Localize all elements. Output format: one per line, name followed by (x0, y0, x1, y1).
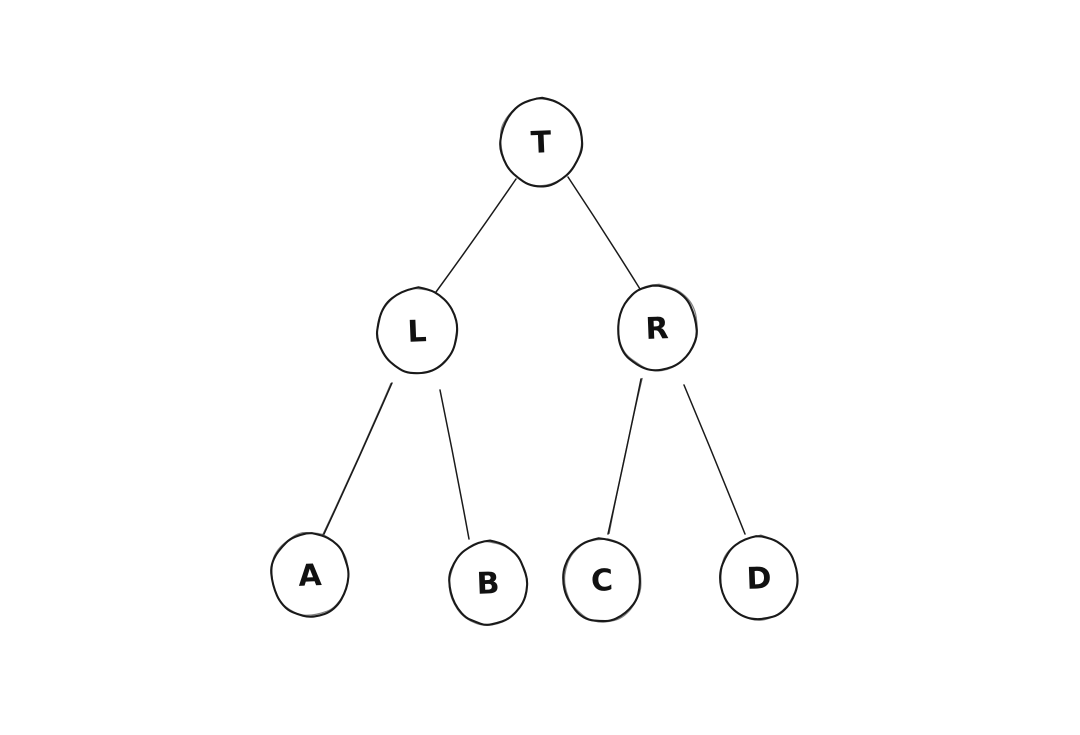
node-fill-a (272, 534, 348, 616)
node-a[interactable]: A (270, 531, 350, 618)
node-fill-c (564, 539, 640, 621)
node-outline-a (270, 532, 350, 618)
node-outline-t (499, 98, 583, 187)
node-fill-l (378, 289, 456, 373)
edge-l-b (439, 389, 470, 540)
node-fill-t (501, 99, 581, 185)
node-label-r: R (645, 311, 669, 347)
edge-t-l (435, 178, 517, 293)
node-label-a: A (298, 558, 323, 594)
edge-r-c (607, 377, 643, 535)
edge-t-r (567, 176, 641, 290)
node-label-t: T (530, 125, 552, 161)
edge-r-d (683, 384, 746, 535)
node-label-d: D (746, 561, 772, 597)
node-outline-a (271, 531, 350, 616)
node-r[interactable]: R (617, 283, 699, 372)
node-outline-l (376, 287, 459, 375)
node-l[interactable]: L (375, 286, 459, 375)
node-label-l: L (407, 314, 428, 350)
node-fill-b (450, 542, 526, 624)
node-outline-c (563, 538, 642, 623)
node-c[interactable]: C (562, 537, 642, 623)
node-outline-r (617, 283, 699, 372)
node-fill-d (721, 537, 797, 619)
node-b[interactable]: B (448, 539, 529, 626)
node-label-b: B (476, 566, 500, 602)
node-t[interactable]: T (499, 96, 584, 188)
edge-l-a (322, 382, 393, 536)
node-outline-d (720, 534, 798, 621)
node-outline-c (562, 537, 641, 623)
node-fill-r (618, 286, 696, 370)
node-label-c: C (590, 563, 613, 599)
node-outline-b (448, 540, 528, 626)
nodes-layer: T L R A B C D (270, 96, 799, 626)
edges-layer (322, 176, 746, 540)
node-d[interactable]: D (719, 534, 799, 621)
